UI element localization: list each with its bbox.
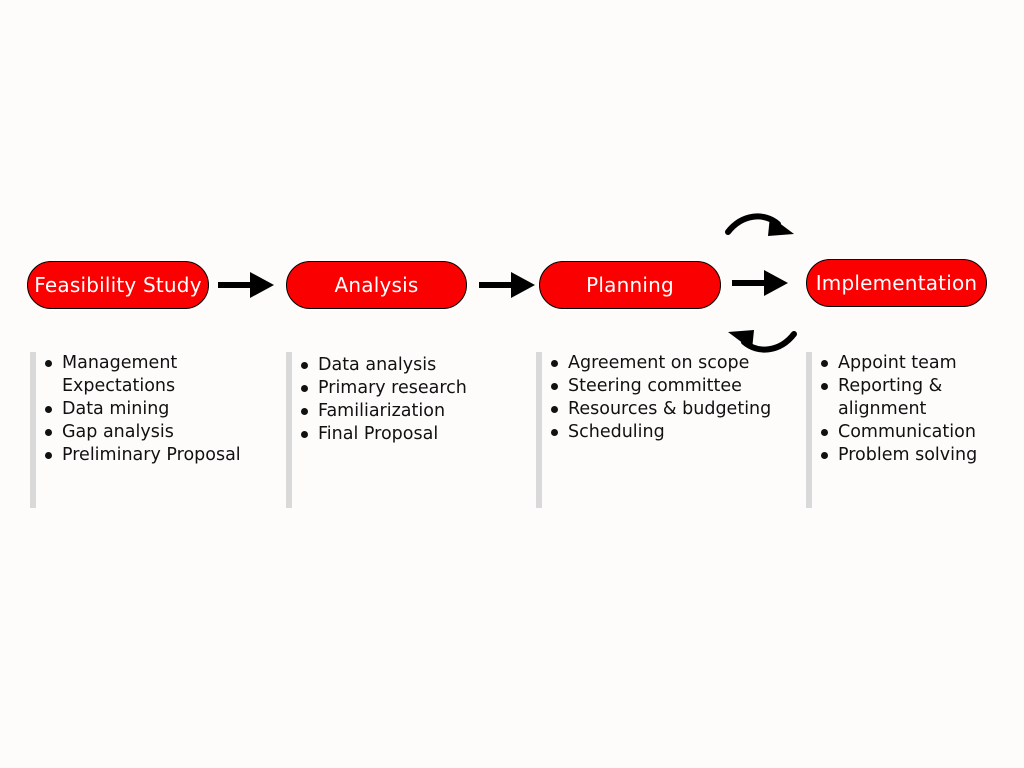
stage-feasibility-study: Feasibility Study — [27, 261, 209, 309]
curved-arrow-forward-icon — [725, 213, 794, 236]
stage-analysis: Analysis — [286, 261, 467, 309]
arrow-right-icon — [732, 270, 788, 296]
arrow-right-icon — [218, 272, 274, 298]
list-item: Gap analysis — [45, 421, 270, 444]
implementation-details: Appoint team Reporting & alignment Commu… — [806, 352, 1016, 508]
feasibility-details: Management Expectations Data mining Gap … — [30, 352, 270, 508]
list-item: Data mining — [45, 398, 270, 421]
stage-label: Implementation — [815, 271, 978, 295]
stage-implementation: Implementation — [806, 259, 987, 307]
list-item: Final Proposal — [301, 423, 516, 446]
stage-label: Feasibility Study — [34, 273, 202, 297]
planning-details: Agreement on scope Steering committee Re… — [536, 352, 796, 508]
detail-list: Appoint team Reporting & alignment Commu… — [812, 352, 1016, 467]
stage-planning: Planning — [539, 261, 721, 309]
analysis-details: Data analysis Primary research Familiari… — [286, 352, 516, 508]
list-item: Resources & budgeting — [551, 398, 796, 421]
stage-label: Analysis — [334, 273, 419, 297]
list-item: Reporting & alignment — [821, 375, 958, 421]
list-item: Familiarization — [301, 400, 516, 423]
detail-list: Data analysis Primary research Familiari… — [292, 354, 516, 446]
list-item: Preliminary Proposal — [45, 444, 270, 467]
list-item: Steering committee — [551, 375, 796, 398]
detail-list: Management Expectations Data mining Gap … — [36, 352, 270, 467]
list-item: Agreement on scope — [551, 352, 796, 375]
list-item: Primary research — [301, 377, 516, 400]
list-item: Management Expectations — [45, 352, 212, 398]
stage-label: Planning — [586, 273, 674, 297]
list-item: Problem solving — [821, 444, 1016, 467]
list-item: Scheduling — [551, 421, 796, 444]
list-item: Communication — [821, 421, 1016, 444]
curved-arrow-back-icon — [728, 330, 797, 353]
list-item: Data analysis — [301, 354, 516, 377]
arrow-right-icon — [479, 272, 535, 298]
detail-list: Agreement on scope Steering committee Re… — [542, 352, 796, 444]
list-item: Appoint team — [821, 352, 1016, 375]
